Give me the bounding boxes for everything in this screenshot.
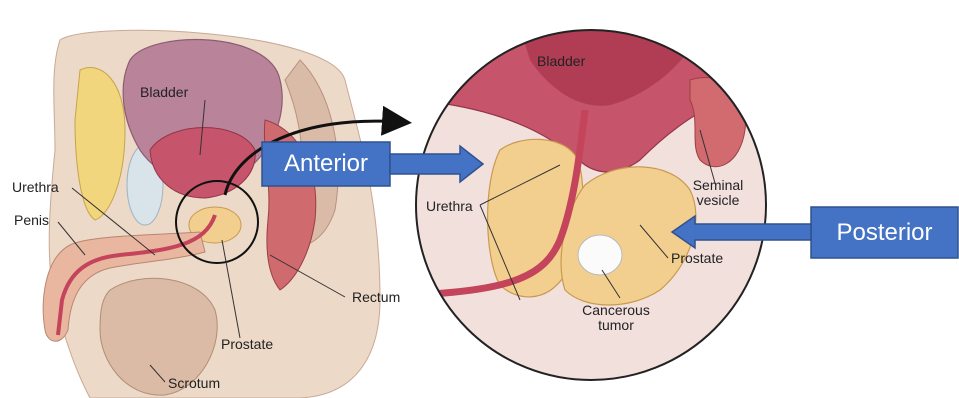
label-bladder-zoom: Bladder [537,54,585,69]
posterior-callout: Posterior [811,207,958,258]
label-scrotum: Scrotum [168,376,220,391]
label-bladder-left: Bladder [140,85,188,100]
label-tumor-line2: tumor [598,317,634,333]
label-prostate-left: Prostate [221,337,273,352]
label-prostate-zoom: Prostate [671,251,723,266]
label-cancerous-tumor: Cancerous tumor [578,303,654,334]
label-seminal-vesicle-line2: vesicle [697,192,740,208]
label-seminal-vesicle-line1: Seminal [693,177,744,193]
label-seminal-vesicle: Seminal vesicle [686,178,750,209]
label-penis: Penis [14,213,49,228]
label-rectum: Rectum [352,290,400,305]
body-section [43,30,380,398]
anterior-callout: Anterior [262,142,390,186]
label-urethra-zoom: Urethra [426,199,473,214]
label-tumor-line1: Cancerous [582,302,650,318]
zoom-tumor [578,235,622,275]
label-urethra-left: Urethra [12,180,59,195]
zoom-seminal-vesicle [690,77,746,166]
